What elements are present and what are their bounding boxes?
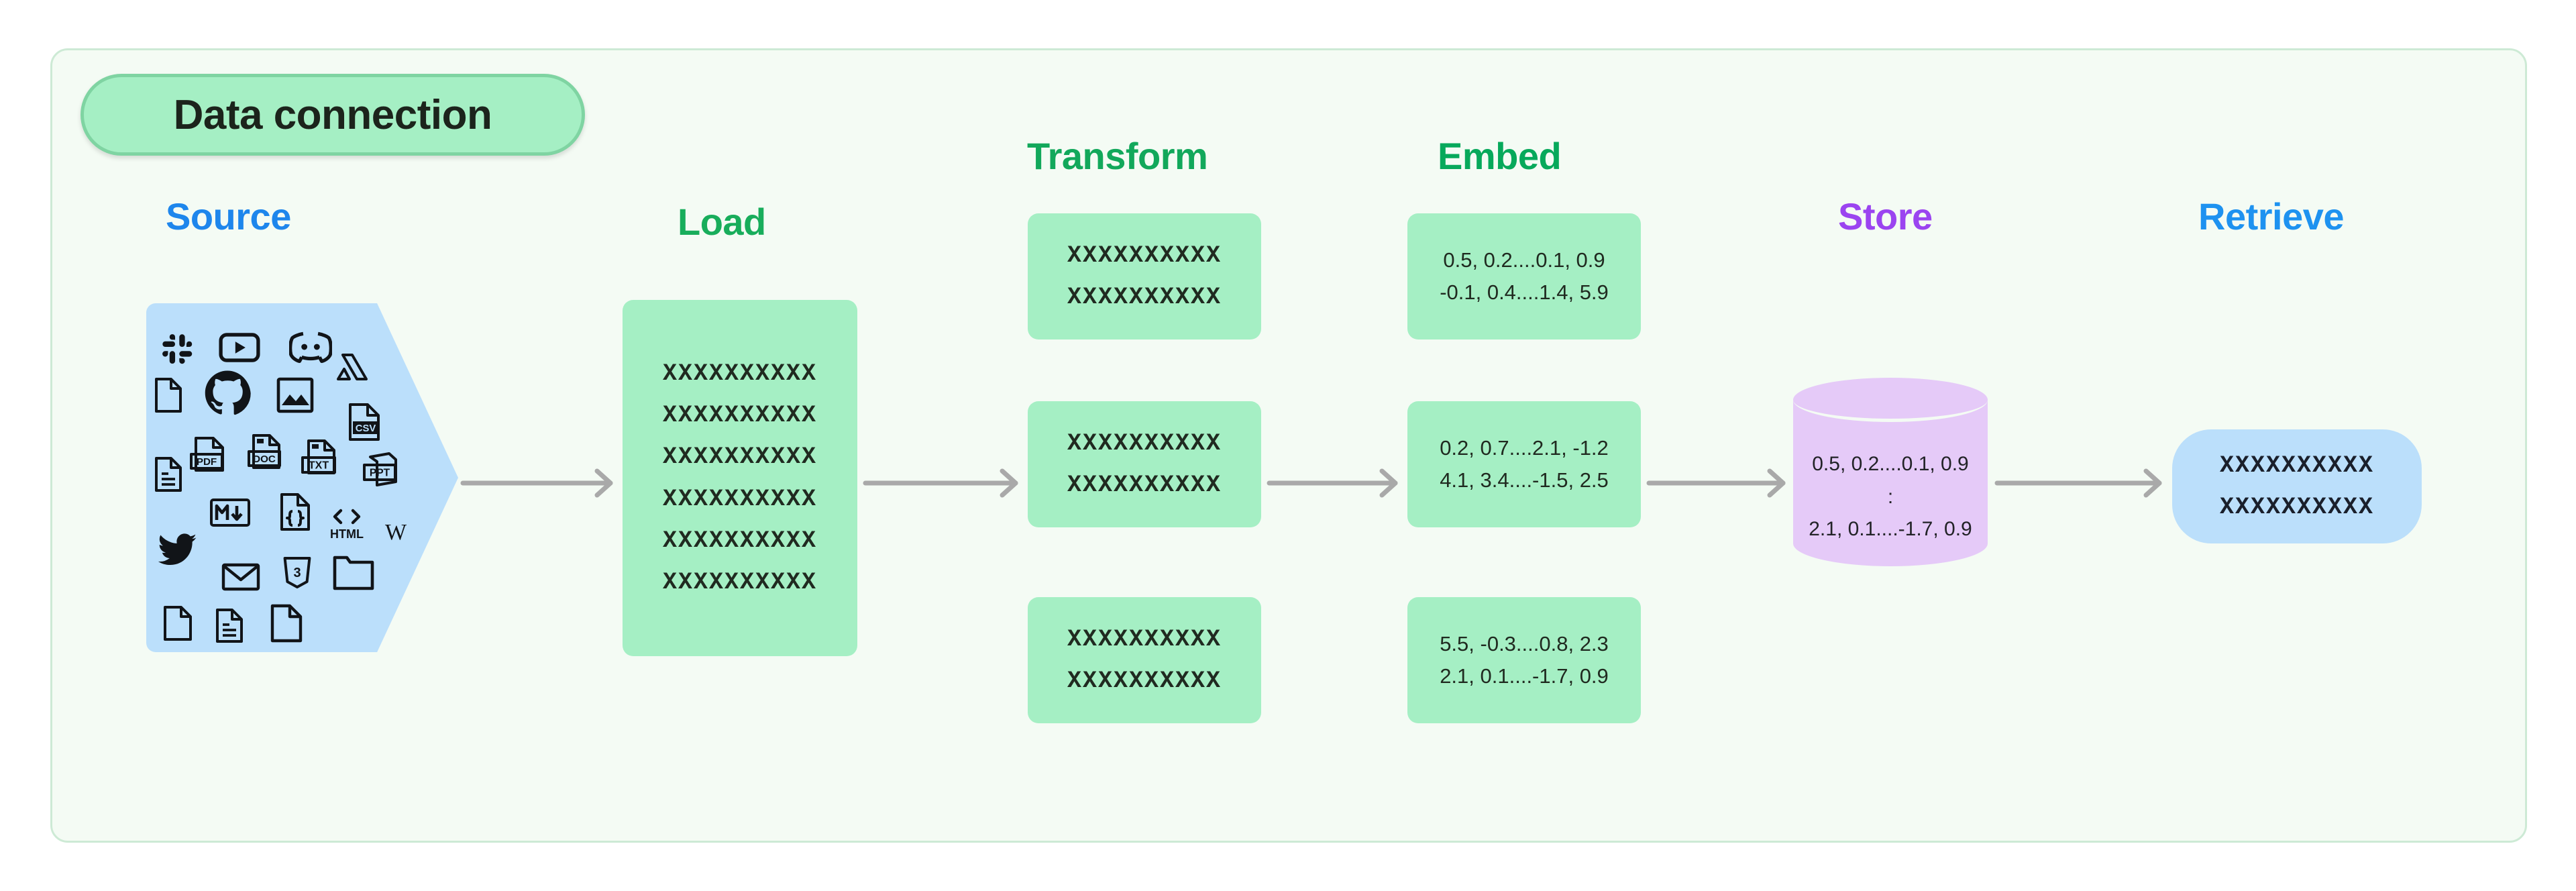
css3-icon: 3	[282, 556, 313, 592]
stage-label-transform: Transform	[1027, 135, 1208, 177]
youtube-icon	[219, 329, 260, 366]
transform-line: XXXXXXXXXX	[1067, 429, 1222, 457]
load-box: XXXXXXXXXX XXXXXXXXXX XXXXXXXXXX XXXXXXX…	[623, 300, 857, 656]
stage-label-store: Store	[1838, 195, 1933, 238]
load-line: XXXXXXXXXX	[662, 485, 818, 513]
transform-box: XXXXXXXXXX XXXXXXXXXX	[1028, 597, 1261, 723]
stage-label-load: Load	[678, 201, 766, 243]
arrow-embed-to-store	[1646, 463, 1790, 503]
file-csv-icon: CSV	[346, 401, 382, 443]
svg-text:CSV: CSV	[356, 423, 376, 434]
email-icon	[220, 561, 262, 593]
svg-text:3: 3	[293, 566, 301, 580]
cylinder-body	[1793, 400, 1988, 566]
transform-line: XXXXXXXXXX	[1067, 472, 1222, 499]
transform-line: XXXXXXXXXX	[1067, 242, 1222, 269]
transform-line: XXXXXXXXXX	[1067, 668, 1222, 694]
image-icon	[275, 376, 315, 415]
stage-label-retrieve: Retrieve	[2198, 195, 2345, 238]
github-icon	[203, 369, 252, 417]
transform-line: XXXXXXXXXX	[1067, 625, 1222, 653]
source-icon-cluster: CSV PDF DOC	[146, 303, 458, 652]
wikipedia-icon: W	[380, 517, 412, 546]
embed-box: 0.5, 0.2....0.1, 0.9 -0.1, 0.4....1.4, 5…	[1407, 213, 1641, 339]
embed-vector-line: 4.1, 3.4....-1.5, 2.5	[1440, 468, 1609, 492]
file-lines-icon	[152, 455, 184, 494]
embed-vector-line: 0.2, 0.7....2.1, -1.2	[1440, 435, 1609, 460]
cylinder-top-ellipse	[1793, 378, 1988, 422]
arrow-store-to-retrieve	[1994, 463, 2166, 503]
arrow-load-to-transform	[863, 463, 1022, 503]
retrieve-box: XXXXXXXXXX XXXXXXXXXX	[2172, 429, 2422, 543]
folder-icon	[331, 553, 376, 592]
markdown-icon	[208, 496, 252, 529]
file-lines-2-icon	[213, 607, 246, 644]
transform-box: XXXXXXXXXX XXXXXXXXXX	[1028, 401, 1261, 527]
retrieve-line: XXXXXXXXXX	[2219, 494, 2375, 521]
twitter-icon	[156, 531, 200, 569]
data-connection-panel	[50, 48, 2527, 843]
file-json-icon	[278, 491, 313, 533]
file-pdf-icon: PDF	[188, 435, 232, 475]
load-line: XXXXXXXXXX	[662, 527, 818, 554]
file-txt-icon: TXT	[299, 437, 345, 482]
svg-text:PPT: PPT	[370, 468, 390, 479]
embed-vector-line: 5.5, -0.3....0.8, 2.3	[1440, 631, 1609, 656]
arrow-transform-to-embed	[1267, 463, 1402, 503]
html-icon: HTML	[326, 505, 368, 542]
file-blank-2-icon	[161, 604, 195, 643]
file-blank-icon	[152, 376, 184, 415]
load-line: XXXXXXXXXX	[662, 401, 818, 429]
google-drive-icon	[334, 352, 370, 384]
embed-vector-line: 0.5, 0.2....0.1, 0.9	[1443, 248, 1605, 272]
stage-label-source: Source	[166, 195, 291, 238]
transform-line: XXXXXXXXXX	[1067, 284, 1222, 311]
svg-text:HTML: HTML	[330, 527, 364, 541]
embed-box: 5.5, -0.3....0.8, 2.3 2.1, 0.1....-1.7, …	[1407, 597, 1641, 723]
svg-text:TXT: TXT	[309, 460, 329, 471]
store-vector-line: 0.5, 0.2....0.1, 0.9	[1812, 453, 1969, 475]
store-vector-line: 2.1, 0.1....-1.7, 0.9	[1809, 518, 1972, 541]
file-blank-3-icon	[268, 602, 305, 644]
file-ppt-icon: PPT	[361, 450, 405, 491]
embed-box: 0.2, 0.7....2.1, -1.2 4.1, 3.4....-1.5, …	[1407, 401, 1641, 527]
arrow-source-to-load	[460, 463, 617, 503]
stage-label-embed: Embed	[1438, 135, 1562, 177]
svg-text:DOC: DOC	[253, 454, 276, 465]
svg-text:PDF: PDF	[197, 456, 217, 468]
load-line: XXXXXXXXXX	[662, 360, 818, 387]
embed-vector-line: 2.1, 0.1....-1.7, 0.9	[1440, 664, 1609, 688]
load-line: XXXXXXXXXX	[662, 443, 818, 471]
svg-text:W: W	[385, 520, 407, 545]
data-connection-title-pill: Data connection	[80, 74, 585, 156]
cylinder-text: 0.5, 0.2....0.1, 0.9 : 2.1, 0.1....-1.7,…	[1793, 448, 1988, 546]
store-ellipsis: :	[1887, 485, 1894, 508]
slack-icon	[160, 331, 196, 368]
embed-vector-line: -0.1, 0.4....1.4, 5.9	[1440, 280, 1609, 304]
discord-icon	[288, 329, 333, 366]
load-line: XXXXXXXXXX	[662, 569, 818, 596]
transform-box: XXXXXXXXXX XXXXXXXXXX	[1028, 213, 1261, 339]
page-title: Data connection	[173, 91, 492, 138]
file-doc-icon: DOC	[246, 432, 288, 474]
vector-store-cylinder: 0.5, 0.2....0.1, 0.9 : 2.1, 0.1....-1.7,…	[1793, 378, 1988, 584]
retrieve-line: XXXXXXXXXX	[2219, 452, 2375, 479]
